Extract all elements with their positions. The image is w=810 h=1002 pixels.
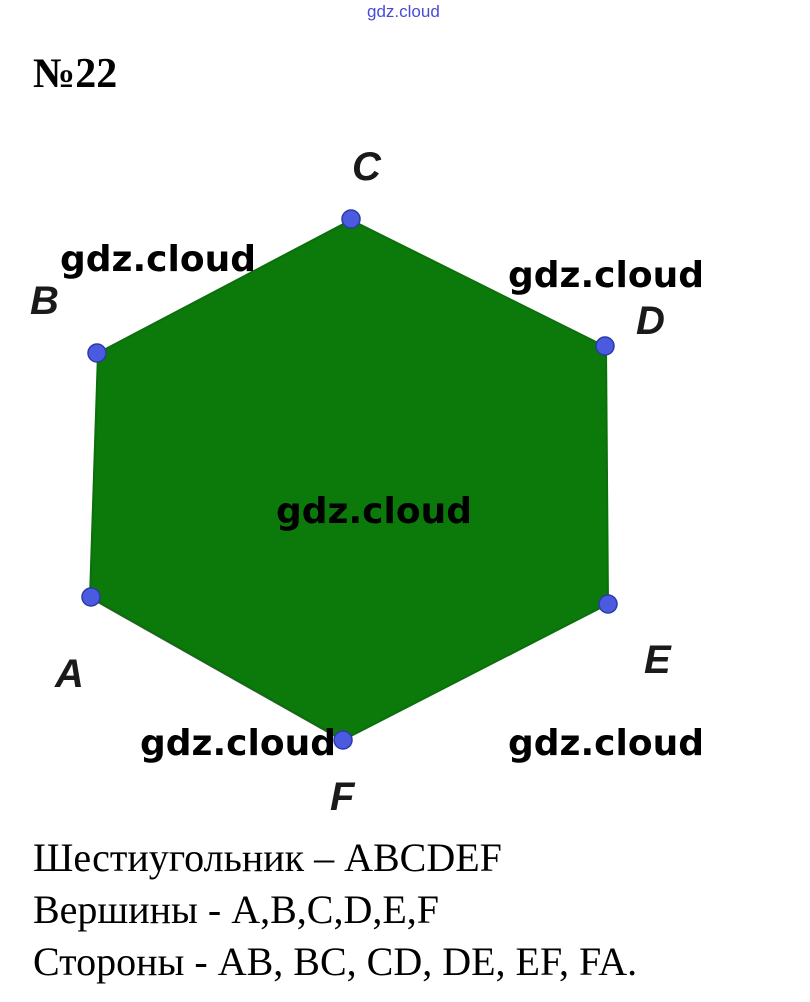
vertex-label-b: B <box>30 279 59 323</box>
vertex-point-c <box>341 209 361 229</box>
vertex-label-e: E <box>644 638 672 682</box>
vertex-point-b <box>87 343 107 363</box>
hexagon-figure: C B D A E F gdz.cloud gdz.cloud gdz.clou… <box>30 145 704 819</box>
vertex-point-d <box>595 336 615 356</box>
vertex-point-e <box>598 594 618 614</box>
vertex-point-a <box>81 587 101 607</box>
top-watermark: gdz.cloud <box>367 2 440 21</box>
vertex-label-c: C <box>352 145 382 189</box>
answer-text: Шестиугольник – ABCDEF Вершины - A,B,C,D… <box>33 832 637 988</box>
answer-line-hexagon: Шестиугольник – ABCDEF <box>33 835 502 880</box>
vertex-label-d: D <box>636 299 665 343</box>
vertex-label-a: A <box>54 652 84 696</box>
problem-number: №22 <box>33 51 118 97</box>
vertex-point-f <box>333 730 353 750</box>
watermark-bottom-left: gdz.cloud <box>140 723 336 764</box>
vertex-label-f: F <box>330 775 356 819</box>
answer-line-sides: Стороны - AB, BC, CD, DE, EF, FA. <box>33 939 638 984</box>
watermark-top-right: gdz.cloud <box>508 255 704 296</box>
watermark-bottom-right: gdz.cloud <box>508 723 704 764</box>
watermark-center: gdz.cloud <box>276 491 472 532</box>
hexagon-abcdef <box>88 218 610 742</box>
answer-line-vertices: Вершины - A,B,C,D,E,F <box>33 887 440 932</box>
watermark-top-left: gdz.cloud <box>60 239 256 280</box>
